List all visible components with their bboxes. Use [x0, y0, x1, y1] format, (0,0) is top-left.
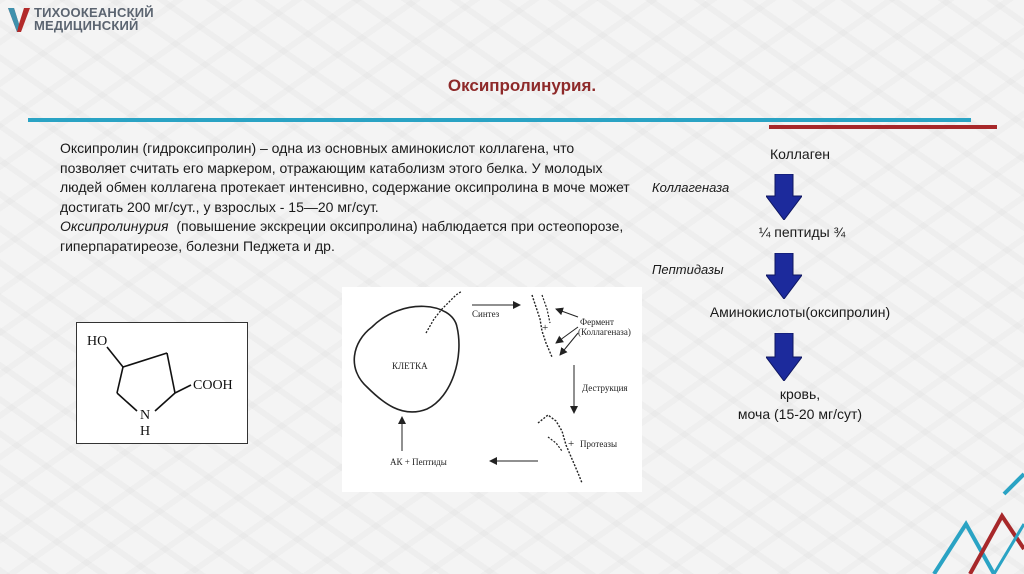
structural-formula: HO COOH N H: [76, 322, 248, 444]
term-oxyprolinuria: Оксипролинурия: [60, 218, 169, 234]
description-text: Оксипролин (гидроксипролин) – одна из ос…: [60, 139, 640, 256]
logo: ТИХООКЕАНСКИЙ МЕДИЦИНСКИЙ: [8, 6, 154, 32]
ak-peptides-label: АК + Пептиды: [390, 457, 447, 467]
arrow-down-icon-1: [766, 174, 802, 220]
arrow-down-icon-3: [766, 333, 802, 381]
formula-cooh: COOH: [193, 378, 233, 393]
collagen-cycle-diagram: КЛЕТКА Синтез + Фермент (Коллагеназа) Де…: [342, 287, 642, 492]
scheme-peptides: ¼ пептиды ¾: [758, 224, 846, 240]
scheme-peptidases: Пептидазы: [652, 262, 724, 277]
scheme-collagen: Коллаген: [769, 146, 831, 162]
logo-text: ТИХООКЕАНСКИЙ МЕДИЦИНСКИЙ: [34, 6, 154, 32]
synthesis-label: Синтез: [472, 309, 500, 319]
scheme-urine: моча (15-20 мг/сут): [737, 406, 863, 422]
formula-h: H: [140, 424, 150, 439]
collagenase-label: (Коллагеназа): [578, 327, 631, 337]
logo-line-1: ТИХООКЕАНСКИЙ: [34, 5, 154, 20]
scheme-blood: кровь,: [779, 386, 821, 402]
corner-decoration: [932, 472, 1024, 574]
scheme-amino-acids: Аминокислоты(оксипролин): [709, 304, 891, 320]
logo-line-2: МЕДИЦИНСКИЙ: [34, 18, 139, 33]
divider-red: [769, 125, 997, 129]
cell-label: КЛЕТКА: [392, 361, 428, 371]
scheme-collagenase: Коллагеназа: [652, 180, 730, 195]
divider-teal: [28, 118, 971, 122]
plus-sign-1: +: [542, 322, 548, 334]
formula-ho: HO: [87, 334, 107, 349]
arrow-down-icon-2: [766, 253, 802, 299]
proteases-label: Протеазы: [580, 439, 617, 449]
plus-sign-2: +: [568, 438, 574, 450]
cell-shape: [353, 305, 460, 413]
enzyme-label: Фермент: [580, 317, 614, 327]
paragraph-second: Оксипролинурия (повышение экскреции окси…: [60, 217, 640, 256]
paragraph-main: Оксипролин (гидроксипролин) – одна из ос…: [60, 140, 630, 215]
logo-mark-icon: [8, 8, 30, 32]
page-title: Оксипролинурия.: [447, 76, 597, 95]
formula-n: N: [140, 408, 150, 423]
paragraph-tail: (повышение экскреции оксипролина) наблюд…: [60, 218, 624, 254]
destruction-label: Деструкция: [582, 383, 628, 393]
